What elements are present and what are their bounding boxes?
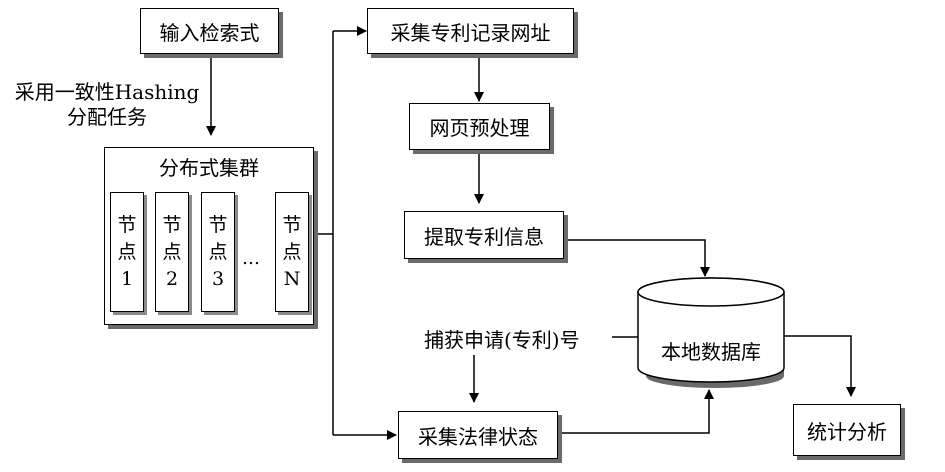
- hashing-label-line-1: 采用一致性Hashing: [14, 80, 200, 104]
- cluster-node-1: 节 点 1: [110, 192, 144, 312]
- database-cylinder-icon: [637, 277, 785, 388]
- input-query-label: 输入检索式: [159, 20, 260, 45]
- capture-number-label: 捕获申请(专利)号: [424, 328, 580, 352]
- cluster-ellipsis: …: [242, 248, 260, 269]
- node-text: 节: [208, 213, 228, 236]
- extract-info-label: 提取专利信息: [424, 224, 544, 249]
- hashing-label-line-2: 分配任务: [67, 105, 147, 129]
- arrow-legal-to-db: [558, 389, 714, 434]
- arrow-db-to-stats: [784, 335, 856, 397]
- cluster-title: 分布式集群: [159, 156, 259, 180]
- node-text: N: [283, 267, 301, 290]
- node-text: 3: [211, 267, 225, 290]
- node-text: 2: [165, 267, 179, 290]
- node-text: 节: [117, 213, 137, 236]
- extract-info-box: 提取专利信息: [404, 211, 564, 259]
- statistical-analysis-box: 统计分析: [793, 404, 901, 456]
- node-text: 节: [162, 213, 182, 236]
- node-text: 点: [282, 240, 302, 263]
- node-text: 点: [162, 240, 182, 263]
- distributed-cluster: 分布式集群 节 点 1 节 点 2 节 点 3 … 节 点 N: [104, 147, 314, 325]
- node-text: 1: [120, 267, 134, 290]
- arrow-extract-to-db: [564, 239, 710, 277]
- node-text: 点: [117, 240, 137, 263]
- collect-urls-box: 采集专利记录网址: [367, 8, 574, 54]
- local-database-label: 本地数据库: [661, 340, 761, 364]
- node-text: 节: [282, 213, 302, 236]
- cluster-node-3: 节 点 3: [201, 192, 235, 312]
- preprocess-label: 网页预处理: [429, 116, 530, 140]
- statistical-analysis-label: 统计分析: [807, 419, 887, 444]
- input-query-box: 输入检索式: [140, 8, 279, 54]
- collect-urls-label: 采集专利记录网址: [390, 20, 551, 45]
- collect-legal-status-label: 采集法律状态: [418, 424, 538, 449]
- collect-legal-status-box: 采集法律状态: [398, 411, 558, 459]
- preprocess-box: 网页预处理: [409, 103, 550, 150]
- cluster-node-2: 节 点 2: [155, 192, 189, 312]
- hashing-label: 采用一致性Hashing 分配任务: [0, 80, 214, 130]
- node-text: 点: [208, 240, 228, 263]
- cluster-node-n: 节 点 N: [275, 192, 309, 312]
